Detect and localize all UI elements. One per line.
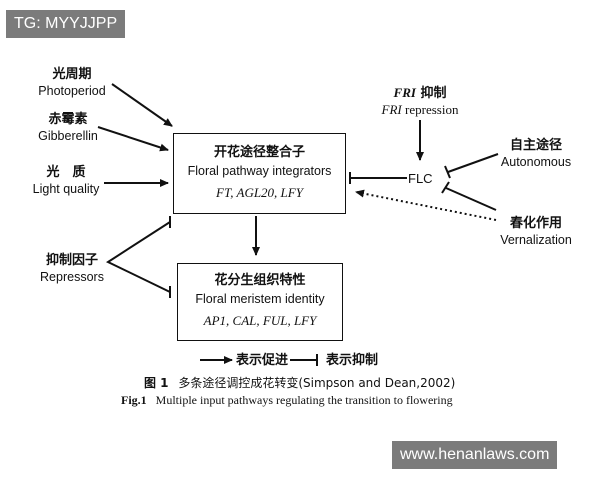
arrow-vernalization-dotted — [355, 189, 497, 221]
caption-en: Fig.1 Multiple input pathways regulating… — [121, 393, 453, 408]
flc-label: FLC — [408, 171, 433, 186]
input-light-quality: 光 质 Light quality — [26, 164, 106, 197]
arrow-gibberellin — [97, 126, 169, 152]
input-autonomous: 自主途径 Autonomous — [496, 137, 576, 170]
meristem-box: 花分生组织特性 Floral meristem identity AP1, CA… — [177, 263, 343, 341]
watermark-bottom-right: www.henanlaws.com — [392, 441, 558, 469]
watermark-top-left: TG: MYYJJPP — [6, 10, 126, 38]
input-fri: FRI 抑制 FRI repression — [368, 85, 472, 118]
vernalization-en: Vernalization — [500, 233, 572, 247]
input-photoperiod: 光周期 Photoperiod — [30, 66, 114, 99]
inhibit-repressors — [105, 221, 171, 293]
gibberellin-en: Gibberellin — [38, 129, 98, 143]
light-quality-en: Light quality — [32, 182, 100, 196]
input-vernalization: 春化作用 Vernalization — [494, 215, 578, 248]
fri-en: repression — [401, 102, 459, 117]
caption-zh-text: 多条途径调控成花转变(Simpson and Dean,2002) — [178, 376, 456, 390]
caption-zh-label: 图 1 — [144, 376, 169, 390]
integrator-en: Floral pathway integrators — [187, 164, 332, 178]
integrator-box: 开花途径整合子 Floral pathway integrators FT, A… — [173, 133, 346, 214]
photoperiod-en: Photoperiod — [38, 84, 106, 98]
inhibit-bar-autonomous — [444, 165, 451, 179]
input-gibberellin: 赤霉素 Gibberellin — [28, 111, 108, 144]
legend-promote-label: 表示促进 — [236, 353, 289, 368]
inhibit-vernalization — [445, 187, 497, 211]
fri-zh: 抑制 — [415, 86, 447, 101]
vernalization-zh: 春化作用 — [509, 216, 562, 231]
repressors-en: Repressors — [40, 270, 104, 284]
gibberellin-zh: 赤霉素 — [48, 112, 88, 127]
input-repressors: 抑制因子 Repressors — [34, 252, 110, 285]
meristem-zh: 花分生组织特性 — [214, 273, 306, 288]
light-quality-zh: 光 质 — [46, 165, 86, 180]
caption-en-text: Multiple input pathways regulating the t… — [155, 393, 453, 407]
fri-gene-zh: FRI — [393, 85, 416, 100]
legend-inhibit-label: 表示抑制 — [326, 353, 379, 368]
integrator-genes: FT, AGL20, LFY — [216, 185, 303, 200]
fri-gene-en: FRI — [381, 102, 402, 117]
repressors-zh: 抑制因子 — [45, 253, 98, 268]
photoperiod-zh: 光周期 — [52, 67, 92, 82]
meristem-genes: AP1, CAL, FUL, LFY — [203, 313, 317, 328]
autonomous-en: Autonomous — [500, 155, 572, 169]
autonomous-zh: 自主途径 — [509, 138, 562, 153]
inhibit-autonomous — [447, 153, 499, 173]
inhibit-bar-vernalization — [441, 181, 450, 194]
arrow-photoperiod — [111, 83, 173, 127]
caption-zh: 图 1 多条途径调控成花转变(Simpson and Dean,2002) — [144, 374, 455, 391]
meristem-en: Floral meristem identity — [195, 292, 325, 306]
caption-en-label: Fig.1 — [121, 393, 147, 407]
integrator-zh: 开花途径整合子 — [213, 145, 305, 160]
